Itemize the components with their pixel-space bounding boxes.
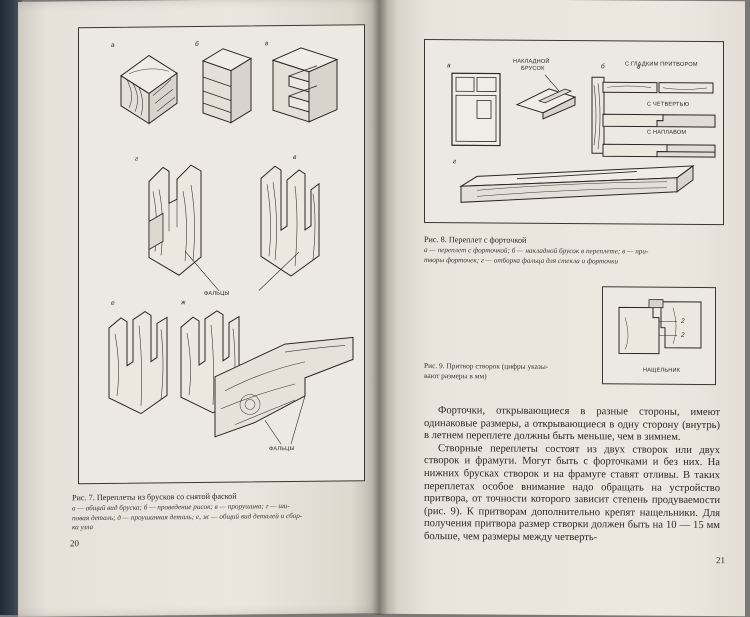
fig9-caption: Рис. 9. Притвор створок (цифры указы- ва… — [424, 361, 596, 381]
fig8-overlay-bar — [515, 75, 595, 120]
fig7-bar-drawing-v — [271, 46, 341, 125]
fig7-label-a: а — [111, 42, 115, 49]
fig7-label-g: г — [135, 156, 138, 163]
fig8-caption-title: Рис. 8. Переплет с форточкой — [424, 235, 526, 245]
fig7-caption-body: а — общий вид бруска; б — проведение рис… — [72, 501, 372, 533]
fig9-callout-batten: НАЩЕЛЬНИК — [643, 368, 680, 374]
fig7-callout-rebates-bottom: ФАЛЬЦЫ — [269, 446, 295, 452]
right-page: а б в г НАКЛАДНОЙ БРУСОК — [380, 0, 745, 616]
paragraph: Створные переплеты состоят из двух створ… — [424, 443, 720, 546]
fig8-label-b: б — [601, 63, 605, 70]
fig7-label-b: б — [195, 41, 199, 48]
figure-7-frame: а б в — [78, 24, 365, 484]
left-page-number: 20 — [70, 538, 79, 548]
paragraph: Форточки, открывающиеся в разные стороны… — [424, 405, 720, 445]
fig9-caption-line: вают размеры в мм) — [424, 371, 596, 382]
fig9-dimension-1: 2 — [681, 318, 685, 325]
book-gutter — [372, 0, 388, 615]
fig8-long-rebated-bar — [457, 156, 697, 208]
fig8-rebate-quarter — [601, 111, 717, 130]
fig8-caption-body: а — переплет с форточкой; б — накладной … — [424, 246, 724, 267]
fig9-sash-joint — [617, 297, 703, 358]
fig8-rebate-label-quarter: С ЧЕТВЕРТЬЮ — [647, 102, 689, 108]
fig7-callout-lines-top — [179, 246, 319, 297]
fig8-rebate-label-smooth: С ГЛАДКИМ ПРИТВОРОМ — [625, 61, 698, 68]
fig8-window-with-vent — [451, 72, 501, 146]
fig8-rebate-label-overlap: С НАПЛАВОМ — [647, 130, 686, 136]
fig7-callout-rebates-top: ФАЛЬЦЫ — [204, 291, 230, 297]
fig7-caption-title: Рис. 7. Переплеты из брусков со снятой ф… — [72, 492, 237, 503]
figure-8-frame: а б в г НАКЛАДНОЙ БРУСОК — [424, 39, 724, 225]
fig8-label-a: а — [447, 62, 451, 69]
fig9-dimension-2: 2 — [681, 332, 685, 339]
fig7-joint-assembly — [105, 303, 355, 456]
fig8-caption-line: творы форточек; г — отборка фальца для с… — [424, 256, 724, 268]
fig8-overlay-bar-label-1: НАКЛАДНОЙ — [513, 59, 550, 65]
fig8-label-g: г — [453, 158, 456, 165]
body-text: Форточки, открывающиеся в разные стороны… — [424, 405, 720, 546]
fig7-bar-drawing-a — [119, 45, 179, 126]
figure-9-frame: 2 2 НАЩЕЛЬНИК — [602, 286, 716, 385]
right-page-number: 21 — [716, 555, 725, 565]
fig7-bar-drawing-b — [201, 46, 253, 125]
fig8-rebate-smooth — [601, 79, 717, 96]
left-page: а б в — [18, 0, 380, 617]
fig7-label-v: в — [265, 40, 268, 47]
fig8-overlay-bar-label-2: БРУСОК — [521, 66, 545, 72]
